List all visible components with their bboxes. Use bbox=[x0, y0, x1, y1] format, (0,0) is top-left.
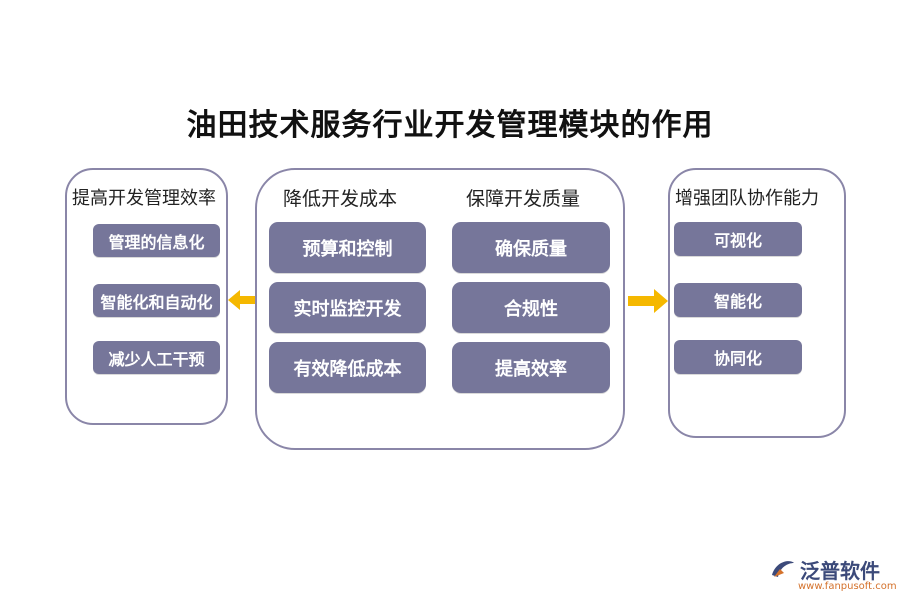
diagram-title: 油田技术服务行业开发管理模块的作用 bbox=[186, 108, 714, 143]
right-item-visual: 可视化 bbox=[674, 222, 802, 256]
left-panel-heading: 提高开发管理效率 bbox=[72, 188, 216, 209]
brand-logo-icon bbox=[772, 561, 794, 577]
center-item-quality: 确保质量 bbox=[452, 222, 610, 273]
brand-logo: 泛普软件 www.fanpusoft.com bbox=[770, 555, 897, 595]
center-item-cost: 有效降低成本 bbox=[269, 342, 426, 393]
left-item-info: 管理的信息化 bbox=[93, 224, 220, 257]
center-right-heading: 保障开发质量 bbox=[466, 188, 581, 210]
right-item-collab: 协同化 bbox=[674, 340, 802, 374]
brand-logo-text: 泛普软件 bbox=[800, 559, 880, 583]
center-left-heading: 降低开发成本 bbox=[283, 188, 398, 210]
center-item-monitor: 实时监控开发 bbox=[269, 282, 426, 333]
center-item-efficiency: 提高效率 bbox=[452, 342, 610, 393]
right-panel-heading: 增强团队协作能力 bbox=[675, 188, 819, 209]
left-item-smart: 智能化和自动化 bbox=[93, 284, 220, 317]
center-item-compliance: 合规性 bbox=[452, 282, 610, 333]
right-item-smart: 智能化 bbox=[674, 283, 802, 317]
right-arrow-icon bbox=[628, 289, 668, 313]
brand-logo-url: www.fanpusoft.com bbox=[798, 581, 897, 592]
left-arrow-icon bbox=[228, 290, 260, 310]
left-item-reduce: 减少人工干预 bbox=[93, 341, 220, 374]
center-item-budget: 预算和控制 bbox=[269, 222, 426, 273]
